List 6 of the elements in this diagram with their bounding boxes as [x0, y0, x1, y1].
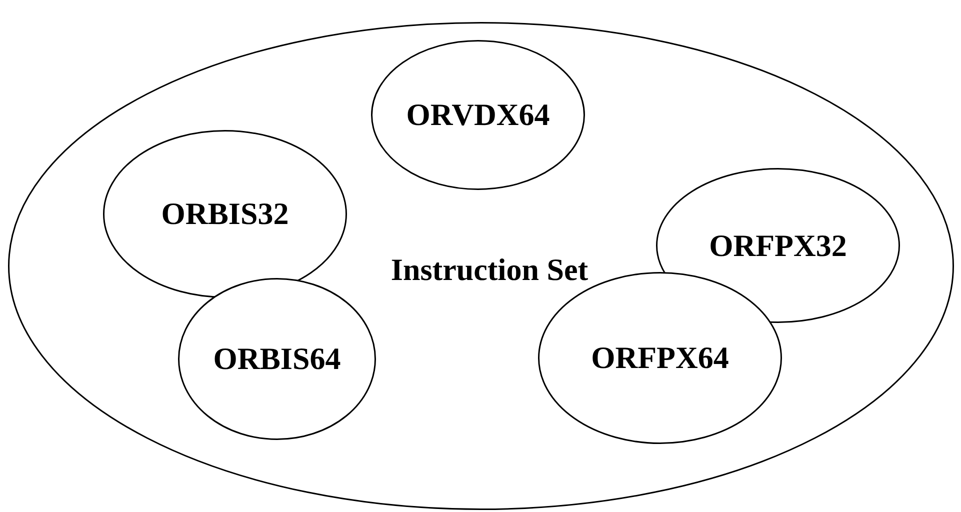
subset-label: ORFPX64 [591, 340, 729, 376]
set-label: Instruction Set [390, 252, 588, 288]
subset-label: ORVDX64 [406, 97, 550, 133]
subset-label: ORBIS32 [161, 196, 289, 232]
subset-label: ORFPX32 [709, 228, 847, 264]
subset-label: ORBIS64 [213, 341, 341, 377]
